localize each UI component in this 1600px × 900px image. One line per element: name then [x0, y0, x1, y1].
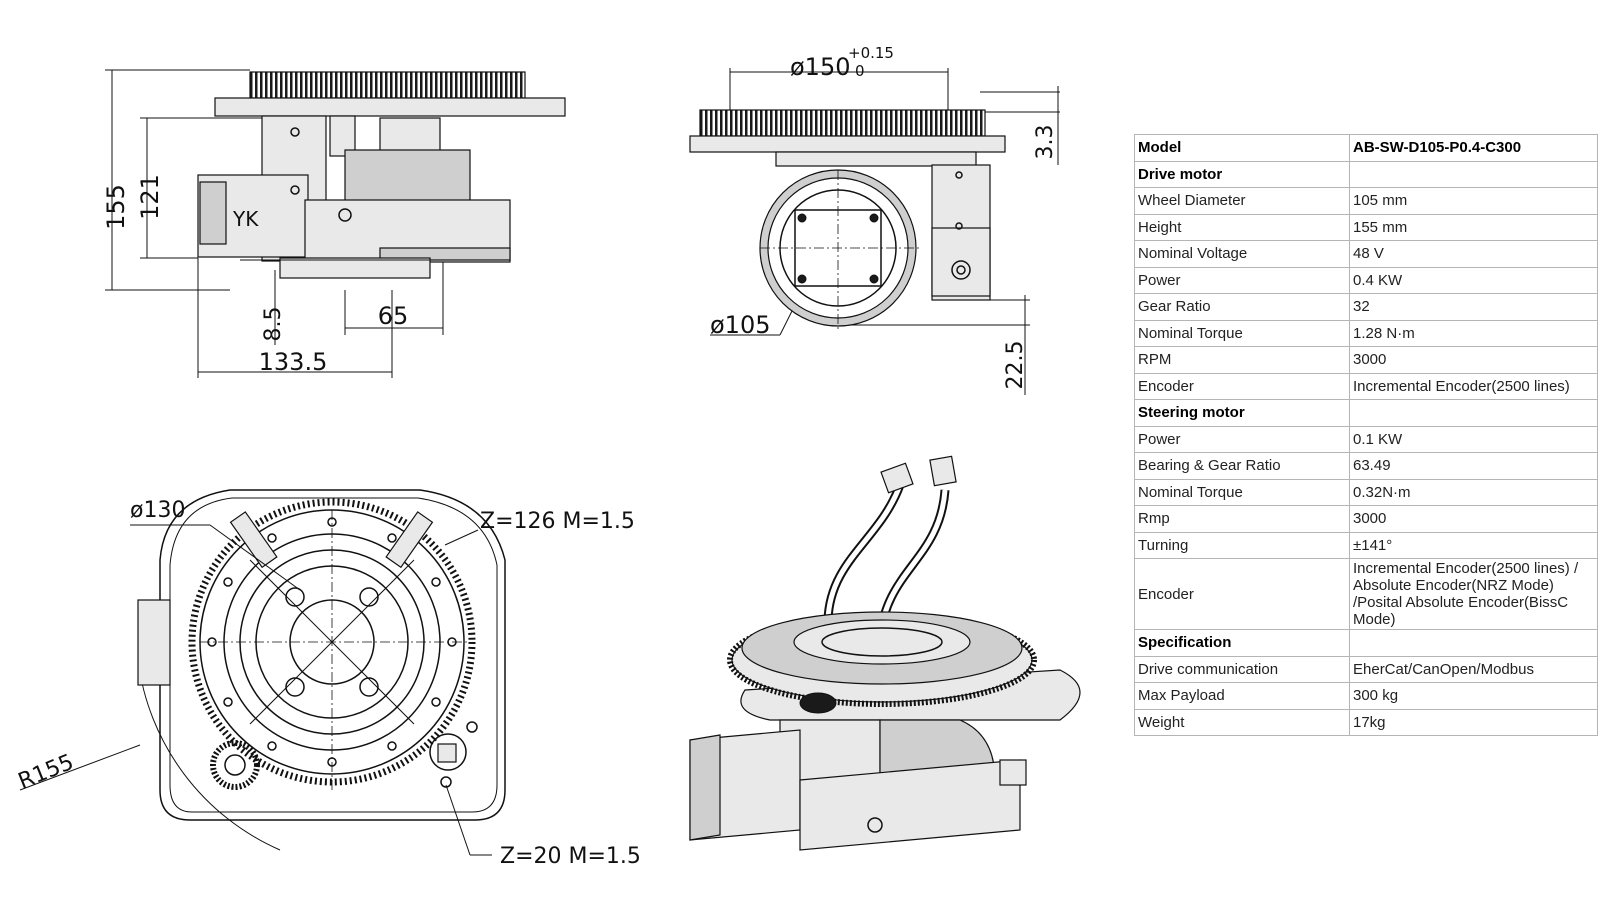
spec-value-line: Incremental Encoder(2500 lines) / — [1353, 560, 1579, 577]
spec-row: Turning±141° — [1134, 531, 1598, 559]
spec-value: 3000 — [1349, 346, 1598, 374]
spec-value: 3000 — [1349, 505, 1598, 533]
spec-key: Turning — [1134, 531, 1350, 559]
spec-key: Encoder — [1134, 372, 1350, 400]
dim-bore-tol-plus: +0.15 — [848, 44, 894, 62]
bolt-circle — [207, 517, 457, 767]
spec-value: 32 — [1349, 293, 1598, 321]
spec-value: 48 V — [1349, 240, 1598, 268]
spec-key: Drive motor — [1134, 160, 1350, 188]
spec-value — [1349, 629, 1598, 657]
spec-key: Max Payload — [1134, 682, 1350, 710]
spec-value: Incremental Encoder(2500 lines) /Absolut… — [1349, 558, 1598, 630]
spec-key: Nominal Torque — [1134, 319, 1350, 347]
spec-key: Specification — [1134, 629, 1350, 657]
dim-body-label: 121 — [136, 174, 164, 220]
spec-value: 155 mm — [1349, 213, 1598, 241]
spec-key: Weight — [1134, 708, 1350, 736]
spec-key: RPM — [1134, 346, 1350, 374]
dim-130-label: ø130 — [130, 498, 185, 523]
spec-value: 105 mm — [1349, 187, 1598, 215]
spec-key: Rmp — [1134, 505, 1350, 533]
spec-section-row: Steering motor — [1134, 399, 1598, 427]
spec-value: AB-SW-D105-P0.4-C300 — [1349, 134, 1598, 162]
spec-value: ±141° — [1349, 531, 1598, 559]
spec-key: Steering motor — [1134, 399, 1350, 427]
dim-bore-label: ø150 — [790, 53, 851, 81]
dim-225-label: 22.5 — [1003, 341, 1028, 390]
spec-value: 300 kg — [1349, 682, 1598, 710]
spec-value — [1349, 160, 1598, 188]
dim-wheel-label: ø105 — [710, 311, 771, 339]
motor-brand-label: YK — [232, 207, 259, 231]
spec-value-line: /Posital Absolute Encoder(BissC — [1353, 594, 1569, 611]
spec-value: 17kg — [1349, 708, 1598, 736]
top-view: ø130 Z=126 M=1.5 R155 Z=20 M=1.5 — [15, 489, 641, 869]
spec-value: 0.32N·m — [1349, 478, 1598, 506]
dim-offset-label: 8.5 — [261, 307, 286, 342]
spec-key: Encoder — [1134, 558, 1350, 630]
side-view: 155 121 8.5 65 133.5 YK — [102, 69, 566, 378]
gear-small-label: Z=20 M=1.5 — [500, 844, 641, 869]
spec-section-row: Drive motor — [1134, 160, 1598, 188]
spec-key: Wheel Diameter — [1134, 187, 1350, 215]
spec-value: EherCat/CanOpen/Modbus — [1349, 655, 1598, 683]
front-view: ø150 +0.15 0 3.3 ø105 22.5 — [689, 44, 1060, 395]
spec-key: Nominal Torque — [1134, 478, 1350, 506]
spec-key: Height — [1134, 213, 1350, 241]
spec-key: Model — [1134, 134, 1350, 162]
dim-height-label: 155 — [102, 184, 130, 230]
spec-value: 1.28 N·m — [1349, 319, 1598, 347]
spec-section-row: Specification — [1134, 629, 1598, 657]
spec-key: Power — [1134, 266, 1350, 294]
spec-key: Nominal Voltage — [1134, 240, 1350, 268]
spec-value-line: Absolute Encoder(NRZ Mode) — [1353, 577, 1554, 594]
spec-value: Incremental Encoder(2500 lines) — [1349, 372, 1598, 400]
spec-key: Drive communication — [1134, 655, 1350, 683]
dim-bore-tol-zero: 0 — [855, 62, 865, 80]
dim-33-label: 3.3 — [1033, 125, 1058, 160]
spec-value — [1349, 399, 1598, 427]
spec-value: 0.1 KW — [1349, 425, 1598, 453]
spec-key: Gear Ratio — [1134, 293, 1350, 321]
dim-65-label: 65 — [378, 302, 409, 330]
spec-key: Power — [1134, 425, 1350, 453]
radius-label: R155 — [15, 750, 77, 795]
spec-value: 63.49 — [1349, 452, 1598, 480]
spec-value-line: Mode) — [1353, 611, 1396, 628]
gear-big-label: Z=126 M=1.5 — [480, 509, 635, 534]
dim-length-label: 133.5 — [259, 348, 328, 376]
technical-drawings: 155 121 8.5 65 133.5 YK — [15, 44, 1081, 869]
spec-value: 0.4 KW — [1349, 266, 1598, 294]
spec-key: Bearing & Gear Ratio — [1134, 452, 1350, 480]
isometric-view — [689, 455, 1081, 851]
